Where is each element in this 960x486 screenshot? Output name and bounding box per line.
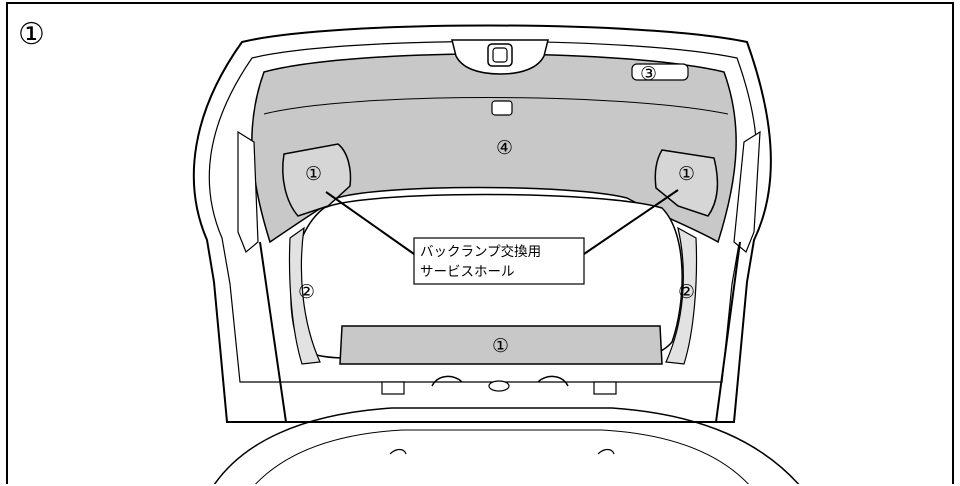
step-marker: ① (18, 17, 45, 52)
hinge-left (237, 130, 259, 253)
cargo-right-hook-icon (597, 448, 615, 455)
strut-right (715, 241, 741, 423)
tailgate-illustration: ① バックランプ交換用 サービスホール ① ① ① ② ② (18, 17, 800, 484)
strut-left (259, 241, 287, 423)
diagram-frame: ① バックランプ交換用 サービスホール ① ① ① ② ② (6, 2, 954, 484)
label-handle: ③ (640, 63, 657, 85)
camera-icon (487, 43, 513, 67)
handle-icon (631, 63, 689, 81)
side-trim-left (288, 226, 321, 365)
label-trim-panel-bottom: ① (492, 335, 509, 357)
lower-trim-panel (339, 325, 663, 365)
hinge-right (733, 130, 761, 253)
hook-left-icon (431, 375, 463, 387)
callout-line-2: サービスホール (420, 264, 515, 280)
label-trim-panel-left: ① (305, 163, 322, 185)
latch-center-icon (488, 380, 510, 392)
side-trim-right (665, 226, 698, 365)
bracket-right-icon (593, 381, 617, 395)
callout-line-1: バックランプ交換用 (420, 243, 541, 260)
hook-right-icon (537, 375, 569, 387)
label-side-trim-right: ② (678, 281, 695, 303)
camera-lens-icon (492, 47, 508, 63)
leader-line-left (325, 191, 415, 255)
bracket-left-icon (381, 381, 405, 395)
label-trim-panel-right: ① (678, 163, 695, 185)
upper-trim-crease (263, 97, 729, 115)
callout-box (413, 237, 585, 285)
label-upper-trim: ④ (496, 137, 513, 159)
service-hole-cover-right (654, 149, 719, 217)
cargo-floor-outline (255, 429, 749, 484)
cargo-area-outline (213, 407, 800, 484)
tailgate-inner-outline (208, 40, 758, 383)
label-side-trim-left: ② (298, 281, 315, 303)
clip-icon (491, 100, 513, 116)
leader-line-right (583, 189, 679, 255)
cargo-left-hook-icon (389, 448, 407, 455)
